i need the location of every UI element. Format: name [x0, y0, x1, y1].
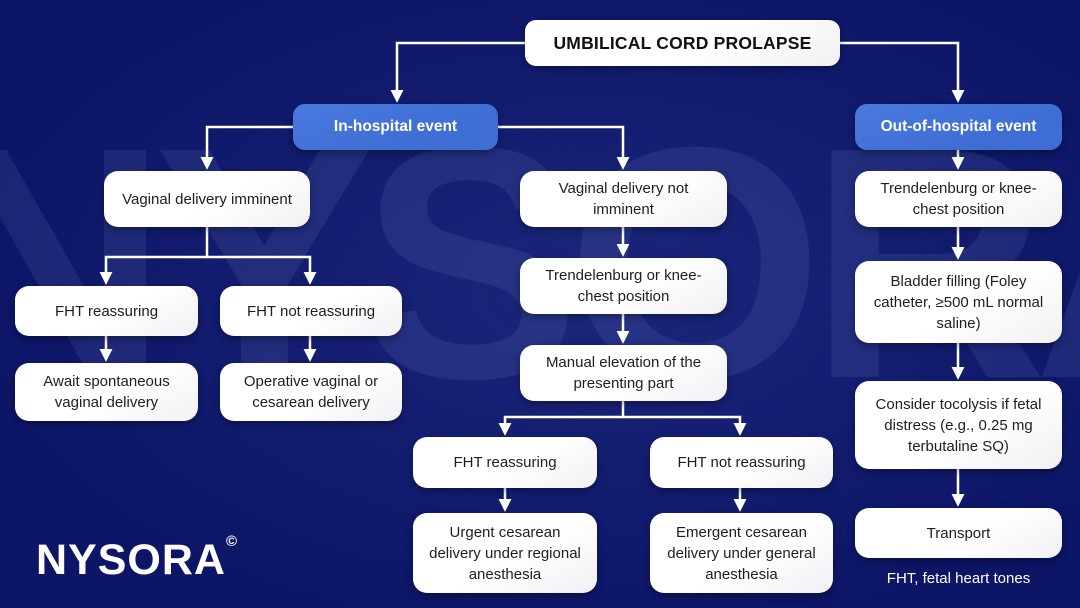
- node-fht-not-reassuring-center: FHT not reassuring: [650, 437, 833, 488]
- title-node: UMBILICAL CORD PROLAPSE: [525, 20, 840, 66]
- node-fht-not-reassuring-left: FHT not reassuring: [220, 286, 402, 336]
- node-bladder-filling: Bladder filling (Foley catheter, ≥500 mL…: [855, 261, 1062, 343]
- node-trendelenburg-right: Trendelenburg or knee-chest position: [855, 171, 1062, 227]
- node-operative-delivery: Operative vaginal or cesarean delivery: [220, 363, 402, 421]
- node-in-hospital-event: In-hospital event: [293, 104, 498, 150]
- nysora-logo-text: NYSORA: [36, 536, 226, 584]
- node-await-spontaneous-delivery: Await spontaneous vaginal delivery: [15, 363, 198, 421]
- node-vaginal-delivery-not-imminent: Vaginal delivery not imminent: [520, 171, 727, 227]
- abbreviation-note: FHT, fetal heart tones: [886, 570, 1031, 587]
- node-manual-elevation: Manual elevation of the presenting part: [520, 345, 727, 401]
- nysora-logo: NYSORA©: [36, 534, 237, 582]
- node-fht-reassuring-center: FHT reassuring: [413, 437, 597, 488]
- copyright-symbol: ©: [225, 533, 238, 550]
- node-out-of-hospital-event: Out-of-hospital event: [855, 104, 1062, 150]
- node-urgent-cesarean: Urgent cesarean delivery under regional …: [413, 513, 597, 593]
- node-emergent-cesarean: Emergent cesarean delivery under general…: [650, 513, 833, 593]
- node-trendelenburg-center: Trendelenburg or knee-chest position: [520, 258, 727, 314]
- node-consider-tocolysis: Consider tocolysis if fetal distress (e.…: [855, 381, 1062, 469]
- node-fht-reassuring-left: FHT reassuring: [15, 286, 198, 336]
- node-vaginal-delivery-imminent: Vaginal delivery imminent: [104, 171, 310, 227]
- node-transport: Transport: [855, 508, 1062, 558]
